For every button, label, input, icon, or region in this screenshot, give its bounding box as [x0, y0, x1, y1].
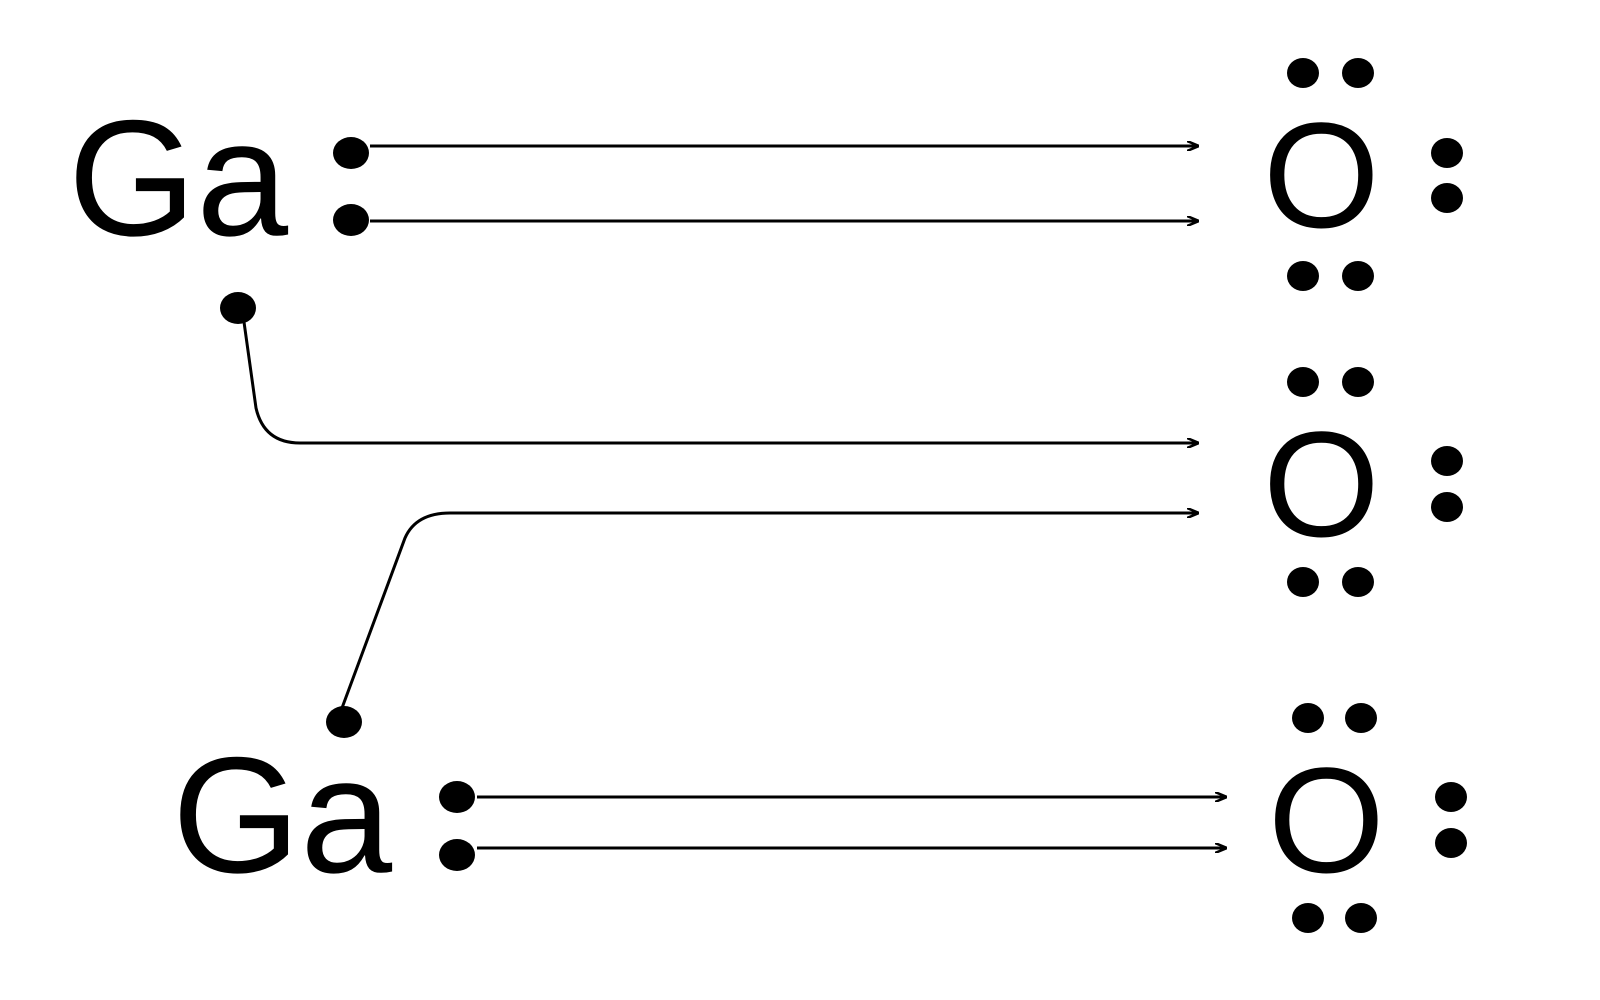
o-top-lone-pair-electron: [1287, 261, 1319, 291]
electron-transfer-arrows: [242, 146, 1226, 848]
o-atom-top: O: [1263, 58, 1463, 291]
o-bottom-lone-pair-electron: [1345, 703, 1377, 733]
o-atom-bottom: O: [1268, 703, 1467, 933]
o-middle-lone-pair-electron: [1431, 492, 1463, 522]
ga-bottom-valence-electron: [326, 706, 362, 738]
o-top-lone-pair-electron: [1342, 261, 1374, 291]
o-middle-lone-pair-electron: [1287, 367, 1319, 397]
o-atom-middle: O: [1263, 367, 1463, 597]
o-bottom-lone-pair-electron: [1435, 828, 1467, 858]
transfer-arrow-ga-bottom-to-o-middle: [340, 513, 1198, 709]
ga-atom-top: Ga: [68, 86, 369, 324]
o-bottom-lone-pair-electron: [1435, 782, 1467, 812]
o-bottom-symbol: O: [1268, 736, 1385, 904]
ga-top-valence-electron: [333, 137, 369, 169]
ga-top-valence-electron: [220, 292, 256, 324]
o-top-lone-pair-electron: [1431, 183, 1463, 213]
ga-bottom-valence-electron: [439, 781, 475, 813]
ga-top-valence-electron: [333, 204, 369, 236]
o-bottom-lone-pair-electron: [1345, 903, 1377, 933]
ga-top-symbol: Ga: [68, 86, 288, 270]
o-top-symbol: O: [1263, 91, 1380, 259]
ga-bottom-valence-electron: [439, 839, 475, 871]
o-middle-symbol: O: [1263, 400, 1380, 568]
o-bottom-lone-pair-electron: [1292, 903, 1324, 933]
o-middle-lone-pair-electron: [1342, 567, 1374, 597]
o-top-lone-pair-electron: [1342, 58, 1374, 88]
ga-atom-bottom: Ga: [172, 706, 475, 907]
o-top-lone-pair-electron: [1287, 58, 1319, 88]
o-bottom-lone-pair-electron: [1292, 703, 1324, 733]
o-middle-lone-pair-electron: [1342, 367, 1374, 397]
o-middle-lone-pair-electron: [1287, 567, 1319, 597]
transfer-arrow-ga-top-to-o-middle: [242, 321, 1198, 443]
o-top-lone-pair-electron: [1431, 138, 1463, 168]
ga-bottom-symbol: Ga: [172, 723, 392, 907]
o-middle-lone-pair-electron: [1431, 446, 1463, 476]
